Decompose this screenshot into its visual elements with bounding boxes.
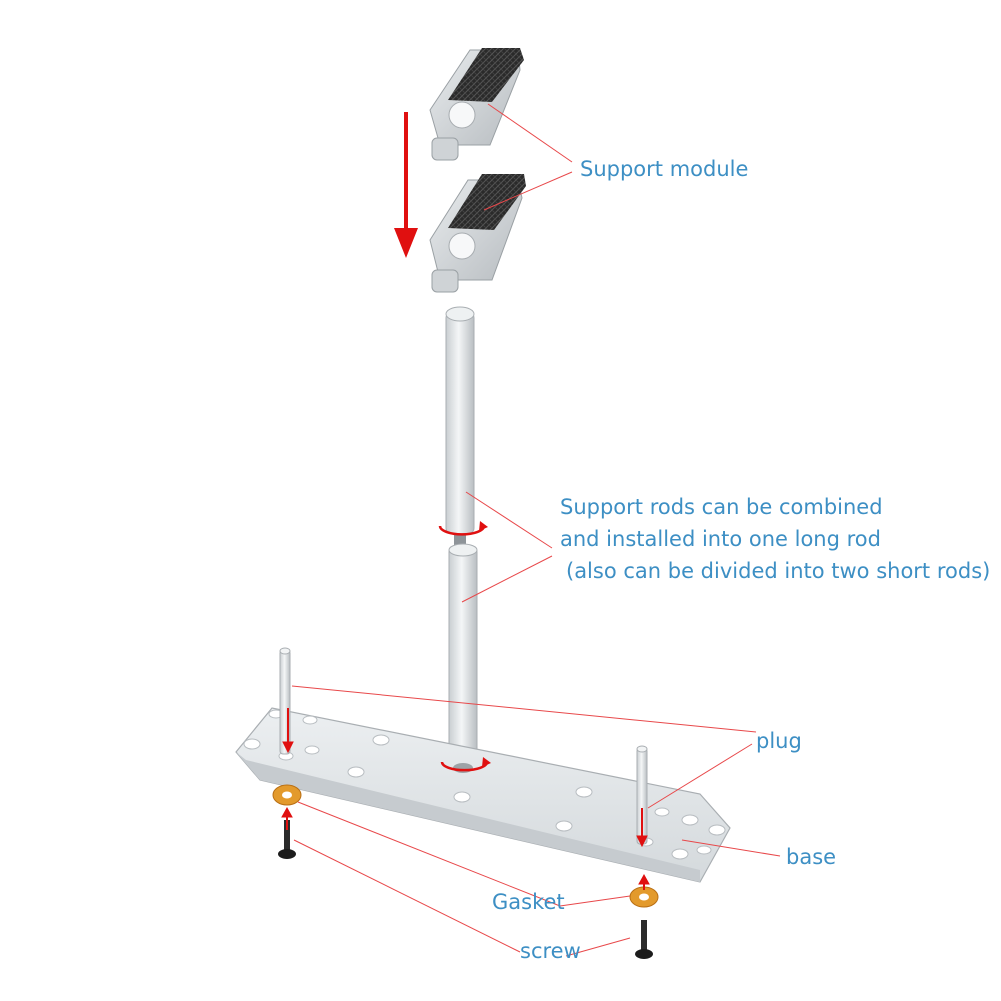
support-module-bottom <box>429 174 526 293</box>
screw-right <box>635 920 653 959</box>
gasket-left <box>272 784 302 806</box>
plug-right <box>636 745 648 845</box>
label-rods-line2: and installed into one long rod <box>560 527 881 551</box>
plug-arrows <box>282 708 648 848</box>
leader-lines <box>291 103 781 957</box>
upper-rod <box>445 306 475 548</box>
support-module-top <box>429 48 524 161</box>
label-rods-line1: Support rods can be combined <box>560 495 883 519</box>
rotation-marker-joint <box>438 521 488 536</box>
label-screw: screw <box>520 939 581 963</box>
screw-left <box>278 820 296 859</box>
insert-down-arrow <box>394 112 418 258</box>
label-gasket: Gasket <box>492 890 565 914</box>
label-support-module: Support module <box>580 157 749 181</box>
label-base: base <box>786 845 837 869</box>
rotation-marker-base <box>440 757 491 772</box>
screw-arrows <box>281 806 650 890</box>
label-rods-line3: (also can be divided into two short rods… <box>566 559 991 583</box>
label-plug: plug <box>756 729 802 753</box>
base-plate <box>235 707 731 883</box>
lower-rod <box>448 543 478 771</box>
